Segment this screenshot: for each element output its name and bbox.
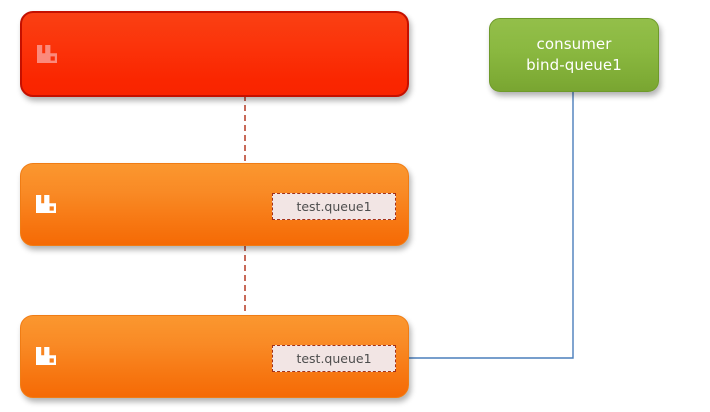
consumer-binding-name: bind-queue1 xyxy=(526,56,622,74)
rabbitmq-logo-icon xyxy=(37,45,57,63)
consumer-link-connector xyxy=(395,92,574,363)
rabbitmq-logo-icon xyxy=(36,195,56,213)
consumer-node[interactable]: consumer bind-queue1 xyxy=(489,18,659,92)
rabbitmq-logo-icon xyxy=(36,347,56,365)
broker-node-red[interactable] xyxy=(20,11,409,97)
queue-label-lower[interactable]: test.queue1 xyxy=(272,345,396,372)
consumer-title: consumer xyxy=(536,35,612,53)
queue-label-upper[interactable]: test.queue1 xyxy=(272,193,396,220)
